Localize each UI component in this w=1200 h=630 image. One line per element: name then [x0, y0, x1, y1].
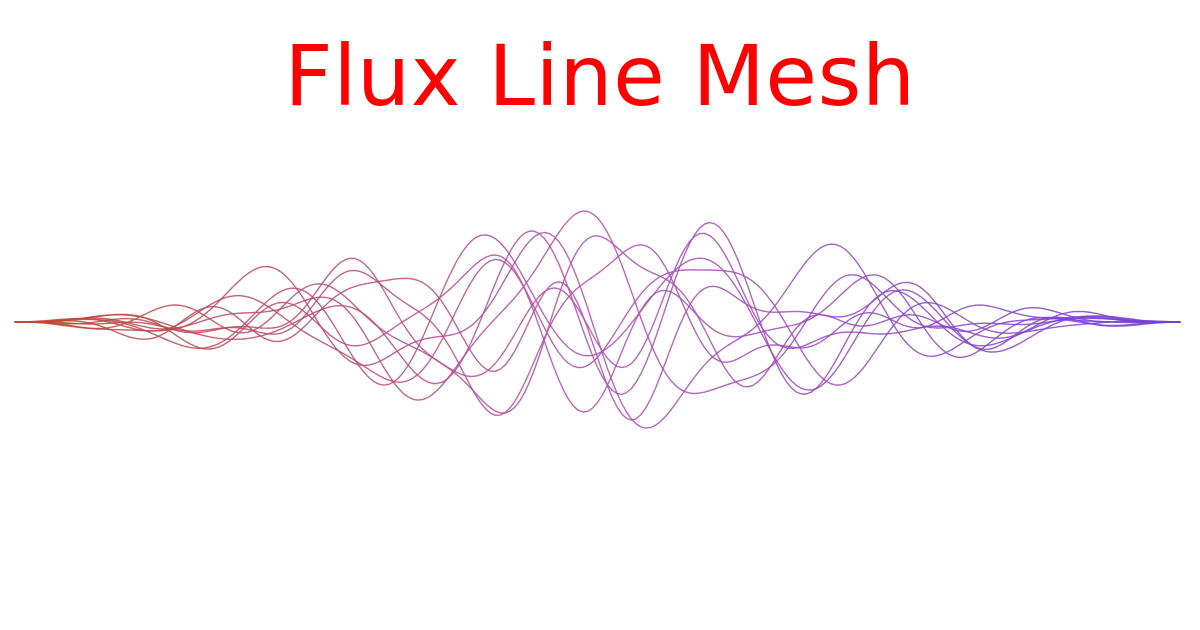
wave-line [14, 210, 1181, 401]
wave-line [14, 232, 1181, 378]
wave-line [14, 254, 1181, 413]
wave-line [14, 277, 1181, 421]
wave-line [14, 244, 1181, 416]
wave-line [14, 235, 1181, 414]
wave-line [14, 231, 1181, 429]
wave-line [14, 234, 1181, 391]
page-title: Flux Line Mesh [284, 27, 916, 125]
